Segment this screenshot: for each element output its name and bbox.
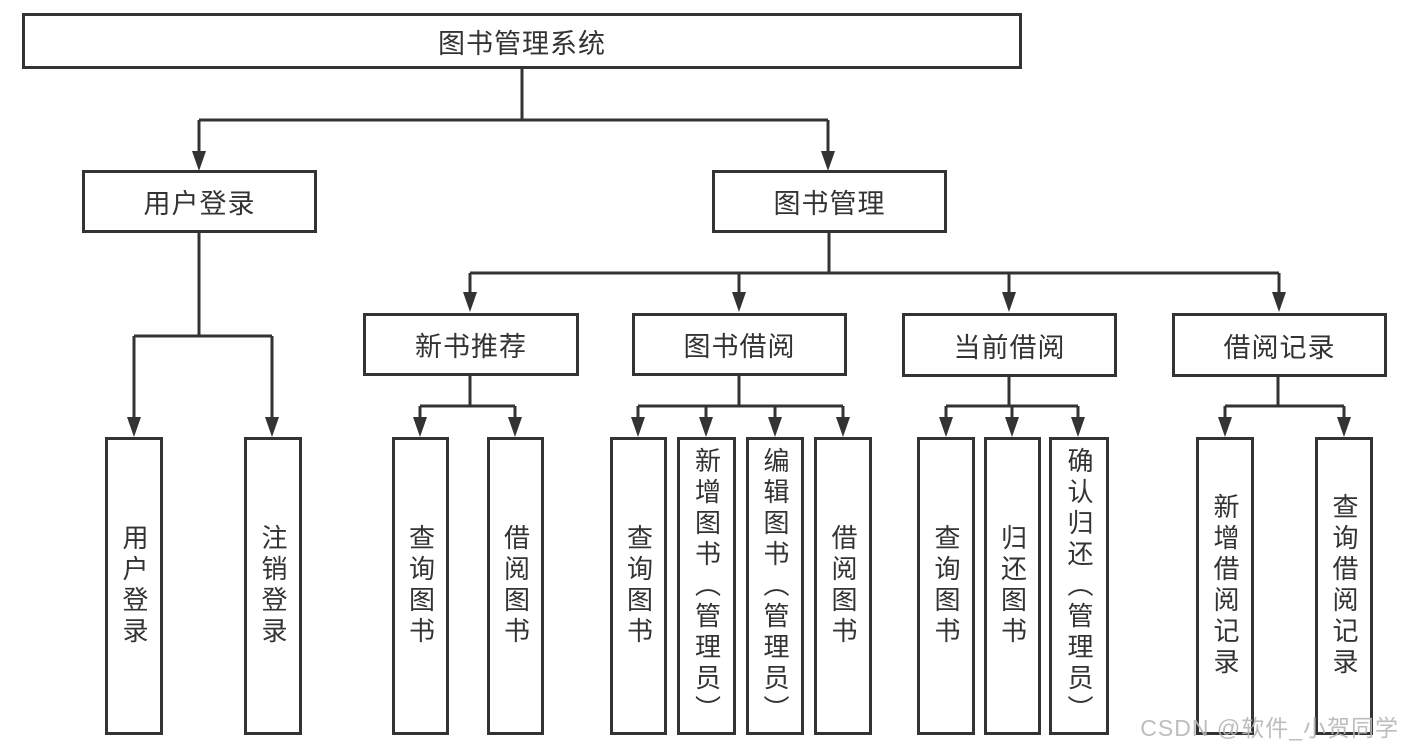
node-label: 查询图书 — [931, 524, 961, 648]
node-label: 借阅图书 — [500, 524, 531, 648]
leaf-return-books: 归还图书 — [984, 437, 1041, 735]
node-label: 用户登录 — [119, 524, 149, 648]
node-label: 查询借阅记录 — [1329, 493, 1359, 679]
leaf-borrow-books-borrowing: 借阅图书 — [814, 437, 872, 735]
node-label: 查询图书 — [623, 524, 654, 648]
node-label: 注销登录 — [258, 524, 288, 648]
node-label: 新增借阅记录 — [1210, 493, 1240, 679]
node-label: 当前借阅 — [953, 332, 1066, 363]
node-label: 借阅记录 — [1223, 332, 1336, 363]
node-user-login: 用户登录 — [82, 170, 317, 233]
node-book-borrowing: 图书借阅 — [632, 313, 847, 376]
leaf-borrow-books-recommend: 借阅图书 — [487, 437, 544, 735]
node-label: 用户登录 — [143, 189, 256, 219]
leaf-query-borrow-record: 查询借阅记录 — [1315, 437, 1373, 735]
node-label: 图书管理系统 — [438, 28, 606, 59]
node-label: 新书推荐 — [415, 332, 527, 362]
watermark: CSDN @软件_小贺同学 — [1140, 715, 1399, 741]
leaf-query-books-recommend: 查询图书 — [392, 437, 449, 735]
node-label: 确认归还（管理员） — [1064, 446, 1094, 726]
leaf-add-borrow-record: 新增借阅记录 — [1196, 437, 1254, 735]
node-label: 借阅图书 — [828, 524, 858, 648]
node-library-management-system: 图书管理系统 — [22, 13, 1022, 69]
node-borrowing-records: 借阅记录 — [1172, 313, 1387, 377]
node-label: 图书管理 — [773, 189, 886, 219]
leaf-query-books-borrowing: 查询图书 — [610, 437, 667, 735]
node-label: 图书借阅 — [683, 332, 796, 362]
leaf-user-login: 用户登录 — [105, 437, 163, 735]
leaf-logout-login: 注销登录 — [244, 437, 302, 735]
leaf-add-books-admin: 新增图书（管理员） — [677, 437, 736, 735]
node-label: 编辑图书（管理员） — [760, 446, 790, 726]
leaf-query-books-current: 查询图书 — [917, 437, 975, 735]
leaf-edit-books-admin: 编辑图书（管理员） — [746, 437, 804, 735]
node-label: 新增图书（管理员） — [691, 446, 722, 726]
node-label: 归还图书 — [997, 524, 1028, 648]
node-new-book-recommendation: 新书推荐 — [363, 313, 579, 376]
node-current-borrowing: 当前借阅 — [902, 313, 1117, 377]
node-book-management: 图书管理 — [712, 170, 947, 233]
leaf-confirm-return-admin: 确认归还（管理员） — [1049, 437, 1109, 735]
node-label: 查询图书 — [405, 524, 436, 648]
